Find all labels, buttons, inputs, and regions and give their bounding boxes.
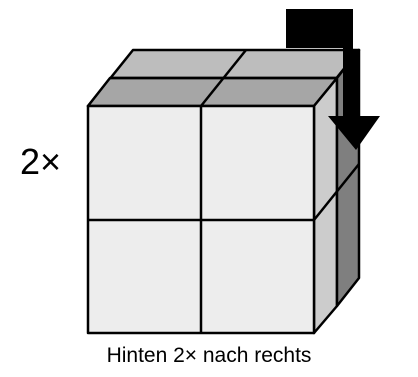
turn-count-label: 2×	[20, 141, 62, 182]
turn-arrow	[286, 9, 380, 150]
move-caption: Hinten 2× nach rechts	[106, 344, 312, 367]
